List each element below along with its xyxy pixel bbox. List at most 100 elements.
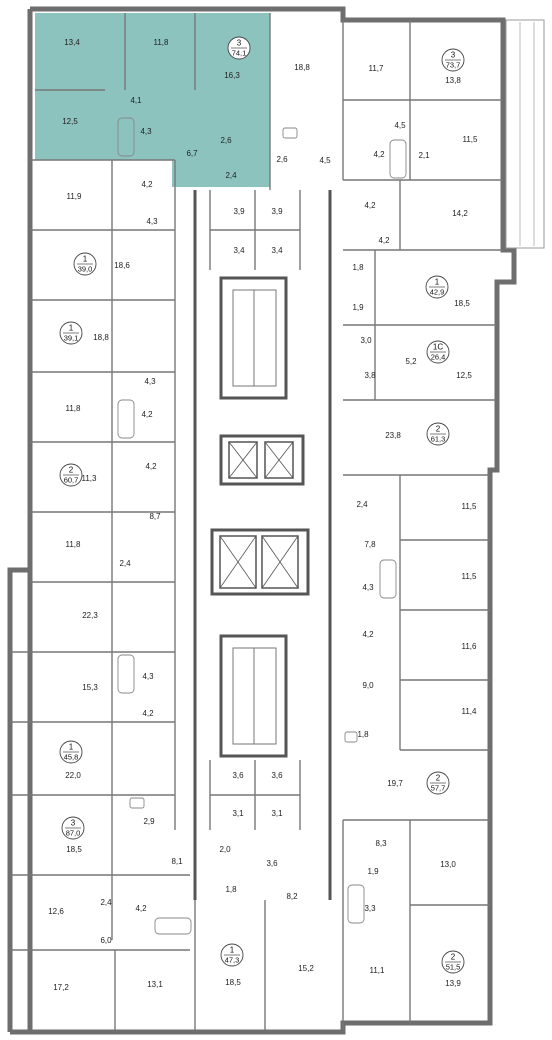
room-area-label: 4,5: [319, 156, 331, 165]
room-area-label: 11,5: [462, 572, 478, 581]
room-area-label: 11,4: [462, 707, 478, 716]
apartment-badge[interactable]: 139,0: [73, 252, 97, 276]
room-area-label: 9,0: [362, 681, 374, 690]
apartment-area: 73,7: [446, 61, 461, 70]
apartment-rooms: 1: [69, 743, 74, 752]
apartment-badge[interactable]: 139,1: [59, 321, 83, 345]
stair-core-top: [219, 276, 288, 400]
room-area-label: 4,1: [130, 96, 142, 105]
elevator-block-2: [210, 528, 310, 596]
apartment-rooms: 1С: [433, 343, 443, 352]
apartment-rooms: 2: [69, 466, 74, 475]
apartment-rooms: 2: [436, 425, 441, 434]
apartment-area: 39,0: [78, 265, 93, 274]
room-area-label: 22,0: [65, 771, 81, 780]
apartment-rooms: 3: [451, 51, 456, 60]
apartment-area: 26,4: [431, 353, 446, 362]
room-area-label: 2,4: [119, 559, 131, 568]
apartment-badge[interactable]: 387,0: [61, 816, 85, 840]
apartment-badge[interactable]: 147,3: [220, 943, 244, 967]
room-area-label: 5,2: [405, 357, 417, 366]
apartment-badge[interactable]: 261,3: [426, 422, 450, 446]
apartment-area: 57,7: [431, 784, 446, 793]
room-area-label: 18,5: [454, 299, 470, 308]
room-area-label: 4,3: [140, 127, 152, 136]
balcony: [505, 19, 545, 249]
room-area-label: 8,1: [171, 857, 183, 866]
apartment-area: 47,3: [225, 956, 240, 965]
apartment-area: 51,5: [446, 963, 461, 972]
room-area-label: 4,2: [141, 410, 153, 419]
room-area-label: 11,6: [462, 642, 478, 651]
room-area-label: 14,2: [452, 209, 468, 218]
room-area-label: 13,9: [445, 979, 461, 988]
room-area-label: 2,1: [418, 151, 430, 160]
room-area-label: 13,4: [64, 38, 80, 47]
room-area-label: 1,8: [352, 263, 364, 272]
room-area-label: 3,0: [360, 336, 372, 345]
room-area-label: 22,3: [82, 611, 98, 620]
room-area-label: 1,9: [352, 303, 364, 312]
apartment-badge[interactable]: 257,7: [426, 771, 450, 795]
room-area-label: 4,3: [362, 583, 374, 592]
apartment-badge[interactable]: 260,7: [59, 463, 83, 487]
apartment-area: 87,0: [66, 829, 81, 838]
room-area-label: 2,4: [225, 171, 237, 180]
apartment-badge[interactable]: 251,5: [441, 950, 465, 974]
room-area-label: 23,8: [385, 431, 401, 440]
room-area-label: 12,6: [48, 907, 64, 916]
room-area-label: 18,5: [225, 978, 241, 987]
apartment-badge[interactable]: 374,1: [227, 36, 251, 60]
room-area-label: 4,2: [364, 201, 376, 210]
room-area-label: 15,3: [82, 683, 98, 692]
interior-walls: [10, 13, 503, 1030]
room-area-label: 12,5: [62, 117, 78, 126]
room-area-label: 4,2: [142, 709, 154, 718]
room-area-label: 3,6: [271, 771, 283, 780]
elevator-1: [228, 441, 258, 479]
apartment-area: 74,1: [232, 49, 247, 58]
fixtures: [117, 117, 407, 935]
apartment-area: 61,3: [431, 435, 446, 444]
apartment-rooms: 1: [435, 278, 440, 287]
apartment-badge[interactable]: 145,8: [59, 740, 83, 764]
elevator-3: [219, 535, 257, 589]
apartment-rooms: 3: [71, 819, 76, 828]
room-area-label: 2,9: [143, 817, 155, 826]
highlighted-apartment[interactable]: [35, 13, 270, 187]
room-area-label: 4,5: [394, 121, 406, 130]
room-area-label: 3,4: [271, 246, 283, 255]
apartment-rooms: 2: [436, 774, 441, 783]
room-area-label: 2,0: [219, 845, 231, 854]
room-area-label: 3,1: [232, 809, 244, 818]
apartment-area: 39,1: [64, 334, 79, 343]
room-area-label: 11,9: [67, 192, 83, 201]
room-area-label: 3,1: [271, 809, 283, 818]
outer-wall: [7, 6, 517, 1035]
apartment-area: 45,8: [64, 753, 79, 762]
room-area-label: 2,4: [100, 898, 112, 907]
room-area-label: 12,5: [456, 371, 472, 380]
room-area-label: 4,2: [373, 150, 385, 159]
room-area-label: 13,0: [440, 860, 456, 869]
apartment-rooms: 1: [83, 255, 88, 264]
room-area-label: 4,2: [135, 904, 147, 913]
apartment-badge[interactable]: 142,9: [425, 275, 449, 299]
room-area-label: 3,3: [364, 904, 376, 913]
room-area-label: 3,9: [271, 207, 283, 216]
room-area-label: 1,8: [225, 885, 237, 894]
room-area-label: 4,2: [145, 462, 157, 471]
room-area-label: 13,1: [147, 980, 163, 989]
room-area-label: 8,2: [286, 892, 298, 901]
room-area-label: 8,3: [375, 839, 387, 848]
room-area-label: 15,2: [298, 964, 314, 973]
apartment-rooms: 1: [230, 946, 235, 955]
room-area-label: 4,3: [144, 377, 156, 386]
apartment-badge[interactable]: 373,7: [441, 48, 465, 72]
room-area-label: 3,4: [233, 246, 245, 255]
elevator-4: [261, 535, 299, 589]
room-area-label: 4,3: [142, 672, 154, 681]
